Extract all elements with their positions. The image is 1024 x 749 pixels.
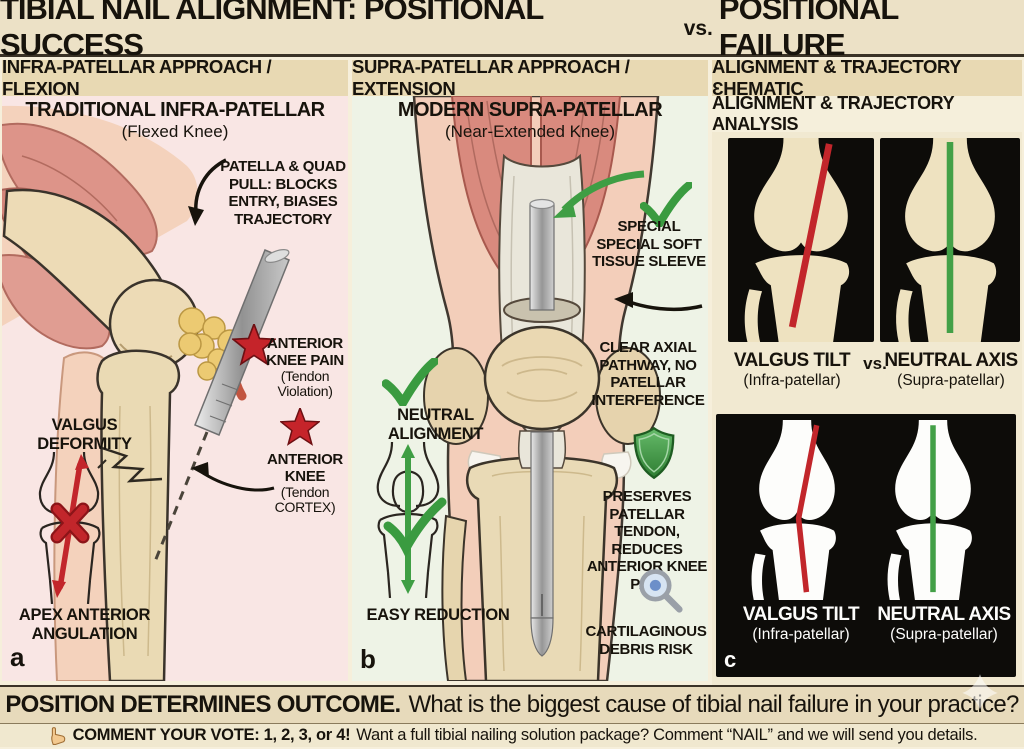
annotation-soft-tissue-sleeve: SPECIAL SPECIAL SOFT TISSUE SLEEVE <box>592 218 706 271</box>
shield-icon <box>633 426 675 480</box>
neutral-alignment-diagram <box>376 442 447 598</box>
curved-arrow-icon <box>194 158 227 215</box>
pointing-hand-icon <box>50 726 65 745</box>
footer-question-bold: POSITION DETERMINES OUTCOME. <box>5 691 401 718</box>
knee-schematic-valgus-white <box>751 420 836 600</box>
annotation-apex-angulation: APEX ANTERIOR ANGULATION <box>18 606 151 643</box>
left-panel-subtitle: (Flexed Knee) <box>121 122 229 141</box>
middle-panel-title-text: MODERN SUPRA-PATELLAR <box>397 99 663 121</box>
annotation-easy-reduction: EASY REDUCTION <box>366 606 510 624</box>
analysis-panel: VALGUS TILT (Infra-patellar) NEUTRAL AXI… <box>716 414 1016 677</box>
valgus-bent-line <box>795 424 820 593</box>
annotation-valgus-deformity: VALGUS DEFORMITY <box>37 416 132 453</box>
supra-patellar-column: SUPRA-PATELLAR APPROACH / EXTENSION <box>352 56 708 685</box>
vs-label: vs. <box>863 354 887 373</box>
footer-question-text: What is the biggest cause of tibial nail… <box>408 691 1019 718</box>
footer: POSITION DETERMINES OUTCOME. What is the… <box>0 685 1024 749</box>
valgus-tilt-schematic-panel <box>728 138 874 342</box>
patella-arrow-icon <box>623 298 703 312</box>
infra-patellar-column: INFRA-PATELLAR APPROACH / FLEXION <box>2 56 348 685</box>
footer-question: POSITION DETERMINES OUTCOME. What is the… <box>0 685 1024 723</box>
knee-schematic-valgus <box>744 138 850 342</box>
infra-patellar-panel: TRADITIONAL INFRA-PATELLAR (Flexed Knee)… <box>2 96 348 681</box>
right-column-header: ALIGNMENT & TRAJECTORY ƐHEMATIC <box>712 56 1022 99</box>
alignment-column: ALIGNMENT & TRAJECTORY ƐHEMATIC ALIGNMEN… <box>712 56 1022 685</box>
valgus-line <box>788 143 833 328</box>
footer-cta: COMMENT YOUR VOTE: 1, 2, 3, or 4! Want a… <box>0 723 1024 747</box>
annotation-knee-pain: ANTERIOR KNEE PAIN (Tendon Violation) <box>266 335 344 400</box>
red-star-icon <box>280 408 320 446</box>
checkmark-icon <box>382 358 438 406</box>
watermark-icon <box>962 674 998 710</box>
left-panel-title: TRADITIONAL INFRA-PATELLAR (Flexed Knee) <box>2 99 348 142</box>
title-vs: vs. <box>683 17 713 40</box>
panel-letter-c: c <box>724 647 737 672</box>
middle-panel-title: MODERN SUPRA-PATELLAR (Near-Extended Kne… <box>352 99 708 142</box>
mid-label-valgus: VALGUS TILT (Infra-patellar) <box>733 350 851 389</box>
knee-schematic-neutral <box>896 138 997 342</box>
neutral-axis-schematic-panel <box>880 138 1020 342</box>
checkmark-icon <box>640 182 692 227</box>
flexed-knee-illustration <box>2 105 290 681</box>
right-column-subheader: ALIGNMENT & TRAJECTORY ANALYSIS <box>712 93 1022 134</box>
supra-patellar-panel: MODERN SUPRA-PATELLAR (Near-Extended Kne… <box>352 96 708 681</box>
alignment-panels: VALGUS TILT (Infra-patellar) vs. NEUTRAL… <box>712 132 1022 681</box>
middle-column-header: SUPRA-PATELLAR APPROACH / EXTENSION <box>352 56 708 99</box>
bottom-label-neutral: NEUTRAL AXIS (Supra-patellar) <box>877 604 1011 643</box>
annotation-debris-risk: CARTILAGINOUS DEBRIS RISK <box>585 623 707 658</box>
middle-panel-subtitle: (Near-Extended Knee) <box>444 122 616 141</box>
title-part1: TIBIAL NAIL ALIGNMENT: POSITIONAL SUCCES… <box>0 0 544 62</box>
title-part2: POSITIONAL FAILURE <box>718 0 899 62</box>
mid-label-neutral: NEUTRAL AXIS (Supra-patellar) <box>884 350 1018 389</box>
left-column-header: INFRA-PATELLAR APPROACH / FLEXION <box>2 56 348 99</box>
knee-schematic-neutral-white <box>887 420 972 600</box>
extended-knee-illustration <box>412 96 703 681</box>
footer-cta-bold: COMMENT YOUR VOTE: 1, 2, 3, or 4! <box>72 726 351 744</box>
annotation-quad-pull: PATELLA & QUAD PULL: BLOCKS ENTRY, BIASE… <box>220 158 346 228</box>
left-panel-title-text: TRADITIONAL INFRA-PATELLAR <box>25 99 325 121</box>
annotation-cortex: ANTERIOR KNEE (Tendon CORTEX) <box>267 451 343 516</box>
bottom-label-valgus: VALGUS TILT (Infra-patellar) <box>742 604 860 643</box>
title-bar: TIBIAL NAIL ALIGNMENT: POSITIONAL SUCCES… <box>0 0 1024 62</box>
red-star-icon <box>232 324 276 366</box>
panel-letter-b: b <box>360 644 376 674</box>
annotation-neutral-alignment: NEUTRAL ALIGNMENT <box>387 406 484 443</box>
footer-cta-text: Want a full tibial nailing solution pack… <box>356 726 978 744</box>
valgus-deformity-diagram <box>38 452 101 604</box>
magnifier-icon <box>639 569 683 613</box>
annotation-clear-pathway: CLEAR AXIAL PATHWAY, NO PATELLAR INTERFE… <box>591 339 705 409</box>
panel-letter-a: a <box>10 642 25 672</box>
